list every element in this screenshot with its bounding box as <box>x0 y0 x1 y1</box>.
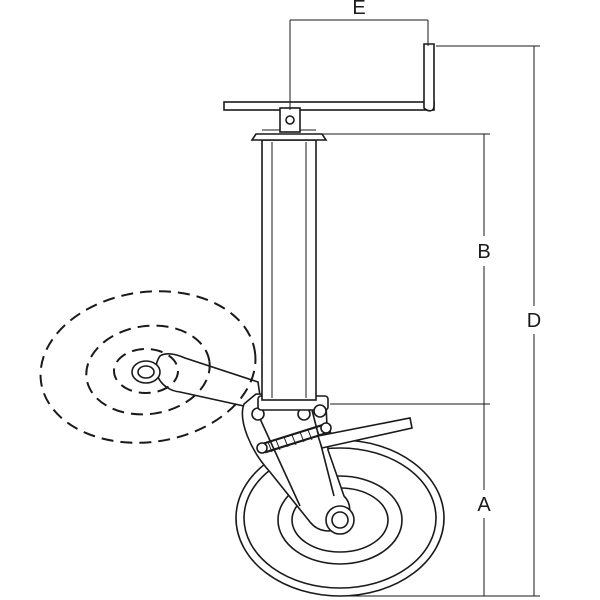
dimension-label-b: B <box>477 241 490 263</box>
main-tube <box>261 139 317 401</box>
release-lever <box>316 417 413 449</box>
dimension-label-e: E <box>352 0 365 19</box>
folded-wheel-outline <box>39 290 257 444</box>
dimension-a: A <box>330 403 491 596</box>
folded-swing-arm <box>131 353 263 412</box>
fork-bracket <box>241 393 355 535</box>
dimension-d: D <box>344 45 541 597</box>
spring <box>256 422 332 454</box>
top-flange <box>250 129 328 141</box>
dimension-label-a: A <box>477 494 491 516</box>
dimension-e: E <box>289 0 429 110</box>
dimension-b: B <box>320 133 491 404</box>
dimension-label-d: D <box>527 310 541 332</box>
crank-handle <box>223 43 435 133</box>
